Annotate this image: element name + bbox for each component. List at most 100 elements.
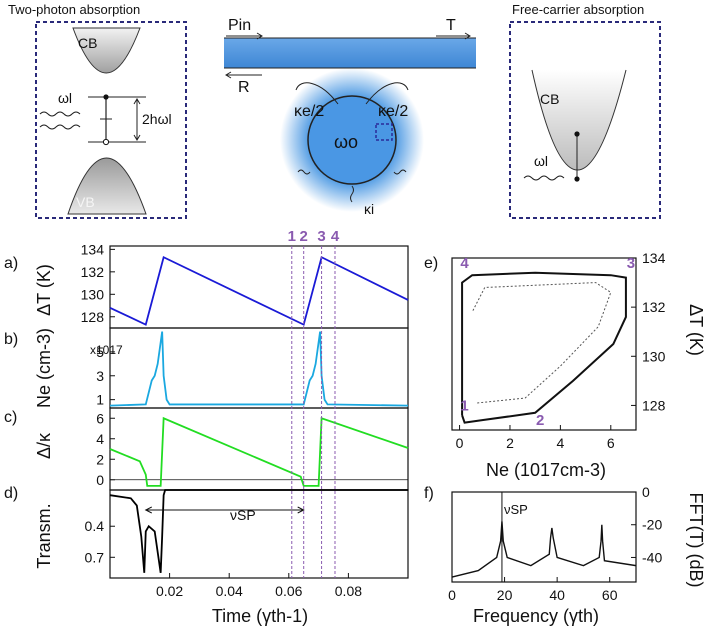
marker-label-2: 2 (300, 228, 308, 245)
panel-e-xtick-label: 2 (506, 435, 514, 451)
panel-b-ytick-label: 1 (96, 392, 104, 408)
panel-d-ytick-label: 0.4 (85, 518, 105, 534)
panel-b-ytick-label: 5 (96, 344, 104, 360)
panel-e-loop (461, 271, 627, 424)
marker-label-1: 1 (288, 228, 296, 245)
panel-a-ytick-label: 134 (81, 241, 105, 257)
panel-d-ylabel: Transm. (34, 503, 54, 568)
tpa-cb-label: CB (78, 35, 97, 51)
tpa-2hw-label: 2hωl (142, 111, 172, 127)
fca-cb-label: CB (540, 91, 559, 107)
tpa-energy-arrow-heads (133, 98, 141, 141)
tpa-hole (102, 138, 110, 146)
panel-e-xtick-label: 6 (607, 435, 615, 451)
panel-f-ylabel: FFT(T) (dB) (686, 493, 705, 588)
panel-e-ylabel: ΔT (K) (686, 304, 705, 356)
panel-e-letter: e) (424, 255, 438, 272)
panel-a-letter: a) (4, 255, 18, 272)
panel-a-series-line (109, 255, 409, 326)
panel-b-letter: b) (4, 331, 18, 348)
tpa-photon-wiggles (39, 111, 81, 130)
ring-resonator (307, 95, 397, 185)
panel-f-spectrum (451, 521, 637, 578)
panel-c-ytick-label: 4 (96, 431, 104, 447)
panel-f-xlabel: Frequency (γth) (473, 606, 599, 626)
panel-f-ytick-label: 0 (642, 484, 650, 500)
panel-e-marker-4: 4 (460, 255, 469, 272)
tpa-valence-band (67, 157, 147, 215)
panel-d-annotation: νSP (230, 507, 256, 523)
panel-f-ytick-label: -40 (642, 549, 662, 565)
marker-label-4: 4 (331, 228, 340, 245)
panel-f-xtick-label: 20 (497, 587, 513, 603)
kappa-e-right-arrow (365, 82, 409, 105)
r-arrow (225, 71, 262, 79)
panel-c-ylabel: Δ/κ (34, 432, 54, 459)
panel-d-ytick-label: 0.7 (85, 549, 105, 565)
panel-d-xlabel: Time (γth-1) (212, 606, 308, 626)
panel-e-direction-guide (471, 282, 612, 404)
panel-e-ytick-label: 128 (642, 397, 666, 413)
panel-e-ytick-label: 130 (642, 348, 666, 364)
panel-b-frame (109, 327, 409, 409)
panel-b-multiplier: x1017 (90, 343, 123, 357)
waveguide (224, 38, 476, 68)
tpa-conduction-band (72, 27, 141, 74)
kappa-e-right: κe/2 (378, 103, 408, 120)
loss-wiggles (297, 169, 407, 203)
fca-omega-label: ωl (534, 153, 548, 169)
panel-e-marker-1: 1 (460, 397, 468, 414)
panel-a-ytick-label: 130 (81, 286, 105, 302)
panel-b-ytick-label: 3 (96, 368, 104, 384)
panel-d-letter: d) (4, 485, 18, 502)
fca-electron-final (574, 131, 580, 137)
pin-arrow (226, 32, 263, 40)
panel-b-ylabel: Ne (cm-3) (34, 328, 54, 408)
panel-a-ytick-label: 132 (81, 264, 105, 280)
panel-a-ytick-label: 128 (81, 309, 105, 325)
r-label: R (238, 79, 250, 96)
fca-title: Free-carrier absorption (512, 2, 644, 17)
panel-e-xtick-label: 0 (456, 435, 464, 451)
panel-f-annotation: νSP (504, 502, 528, 517)
t-arrow (436, 32, 471, 40)
pin-label: Pin (228, 17, 251, 34)
tpa-omega-label: ωl (58, 90, 72, 106)
panel-d-xtick-label: 0.06 (275, 583, 302, 599)
omega0-label: ωo (334, 132, 358, 152)
panel-b-series-line (109, 331, 409, 407)
kappa-i-label: κi (364, 201, 374, 217)
marker-label-3: 3 (317, 228, 325, 245)
kappa-e-left-arrow (295, 82, 339, 105)
panel-f-ytick-label: -20 (642, 517, 662, 533)
panel-f-xtick-label: 0 (448, 587, 456, 603)
panel-d-xtick-label: 0.02 (156, 583, 183, 599)
panel-a-ylabel: ΔT (K) (34, 264, 54, 316)
vsp-arrow-heads (144, 506, 305, 514)
fca-photon-wiggle (523, 175, 565, 181)
kappa-e-left: κe/2 (294, 103, 324, 120)
tpa-electron (103, 94, 109, 100)
tpa-vb-label: VB (76, 194, 95, 210)
panel-e-frame (451, 257, 637, 431)
panel-e-ytick-label: 132 (642, 299, 666, 315)
panel-c-series-line (109, 416, 409, 487)
panel-c-ytick-label: 2 (96, 451, 104, 467)
panel-d-xtick-label: 0.08 (335, 583, 362, 599)
panel-e-xlabel: Ne (1017cm-3) (486, 460, 606, 480)
fca-electron-initial (574, 176, 580, 182)
panel-f-letter: f) (424, 485, 434, 502)
panel-d-series-line (109, 489, 408, 573)
t-label: T (446, 17, 456, 34)
panel-e-ytick-label: 134 (642, 250, 666, 266)
ring-zoom-box (375, 123, 393, 141)
tpa-title: Two-photon absorption (8, 2, 140, 17)
panel-f-xtick-label: 60 (602, 587, 618, 603)
panel-e-marker-3: 3 (627, 255, 635, 272)
panel-c-ytick-label: 6 (96, 410, 104, 426)
panel-f-frame (451, 491, 637, 583)
